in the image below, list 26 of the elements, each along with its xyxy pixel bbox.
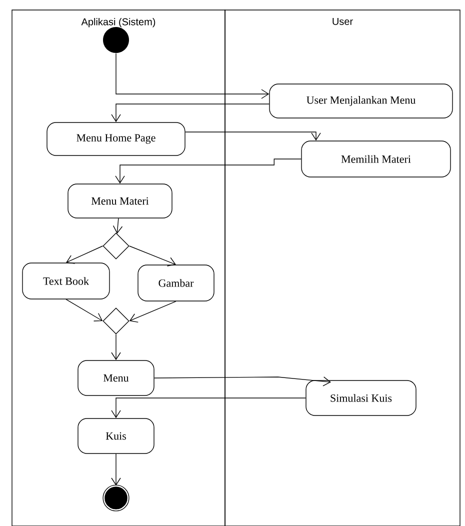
activity-box: Menu [78,360,154,396]
arrow [154,376,331,386]
arrow [66,246,103,264]
arrow [129,301,176,323]
arrow [129,246,176,266]
activity-box: Memilih Materi [301,140,451,178]
activity-box: Text Book [22,262,110,300]
arrow [111,454,121,486]
activity-box: Menu Materi [68,184,172,218]
arrow [111,398,306,418]
activity-box: Simulasi Kuis [306,380,416,416]
arrow [185,132,321,141]
arrow [66,299,103,322]
activity-box: Kuis [78,418,154,454]
arrow [111,334,121,360]
activity-box: Gambar [138,264,214,302]
activity-box: User Menjalankan Menu [269,84,453,118]
decision-diamond [102,232,130,260]
arrow [116,53,270,99]
arrow [111,104,270,122]
activity-box: Menu Home Page [46,122,186,156]
decision-diamond [102,308,130,334]
start-node [103,27,129,53]
arrow [115,158,302,184]
arrow [112,218,123,234]
end-node [102,484,130,512]
